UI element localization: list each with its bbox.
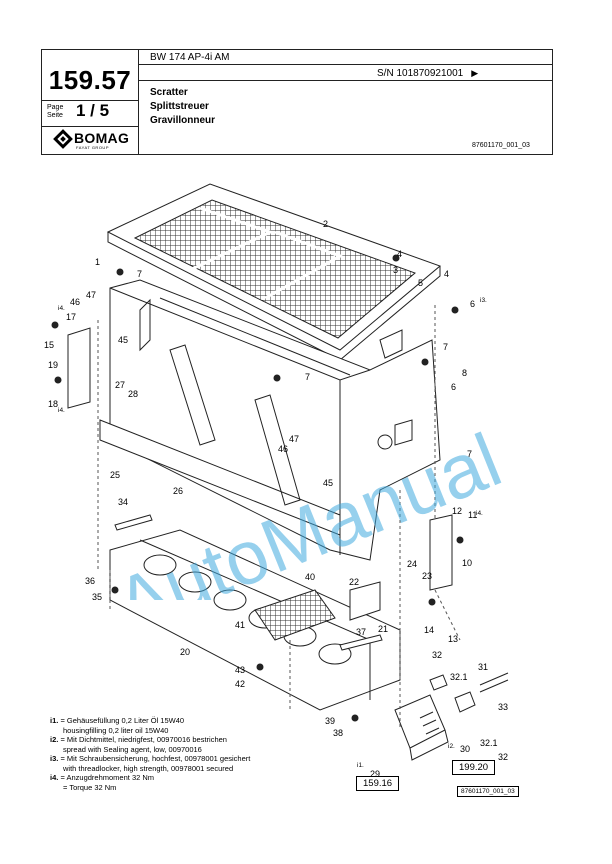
callout-label: i3.	[480, 297, 487, 304]
part-label: 4	[444, 269, 449, 279]
page-value: 1 / 5	[76, 101, 110, 120]
part-label: 37	[356, 627, 366, 637]
part-label: 39	[325, 716, 335, 726]
callout-label: i4.	[58, 407, 65, 414]
part-label: 19	[48, 360, 58, 370]
callout-label: i1.	[357, 762, 364, 769]
part-label: 38	[333, 728, 343, 738]
part-label: 47	[86, 290, 96, 300]
part-label: 28	[128, 389, 138, 399]
divider	[42, 126, 138, 127]
part-label: 46	[278, 444, 288, 454]
note-item: i2. = Mit Dichtmittel, niedrigfest, 0097…	[50, 735, 227, 744]
title-fr: Gravillonneur	[150, 115, 216, 126]
part-label: 32.1	[450, 672, 468, 682]
part-label: 22	[349, 577, 359, 587]
notes-block: i1. = Gehäusefüllung 0,2 Liter Öl 15W40 …	[50, 716, 250, 792]
footer-ref: 87601170_001_03	[457, 786, 519, 797]
part-label: 32	[432, 650, 442, 660]
part-label: 30	[460, 744, 470, 754]
model-name: BW 174 AP-4i AM	[150, 52, 230, 63]
part-label: 46	[70, 297, 80, 307]
title-en: Scratter	[150, 87, 188, 98]
part-label: 17	[66, 312, 76, 322]
part-label: 40	[305, 572, 315, 582]
part-label: 11	[468, 510, 477, 520]
page-number: 159.57	[48, 65, 132, 95]
part-label: 32.1	[480, 738, 498, 748]
divider	[42, 100, 138, 101]
part-label: 24	[407, 559, 417, 569]
brand-name: BOMAG	[74, 130, 130, 146]
part-label: 3	[393, 265, 398, 275]
arrow-right-icon: ▶	[471, 68, 479, 78]
divider	[138, 80, 552, 81]
part-label: 18	[48, 399, 58, 409]
part-label: 10	[462, 558, 472, 568]
note-item: housingfilling 0,2 liter oil 15W40	[63, 725, 169, 735]
callout-label: i4.	[476, 510, 483, 517]
part-label: 4	[397, 249, 402, 259]
part-label: 7	[305, 372, 310, 382]
note-item: i1. = Gehäusefüllung 0,2 Liter Öl 15W40	[50, 716, 185, 725]
exploded-parts-drawing: 1 2 3 4 4 5 6 6 7 7 7 7 8 10 11 12 13 14…	[44, 183, 509, 779]
part-label: 32	[498, 752, 508, 762]
part-label: 43	[235, 665, 245, 675]
part-label: 13	[448, 634, 458, 644]
divider	[138, 64, 552, 65]
part-label: 45	[118, 335, 128, 345]
part-label: 21	[378, 624, 388, 634]
note-item: spread with Sealing agent, low, 00970016	[63, 744, 202, 754]
part-label: 27	[115, 380, 125, 390]
header-block: BW 174 AP-4i AM 159.57 Page Seite 1 / 5 …	[41, 49, 553, 155]
part-label: 34	[118, 497, 128, 507]
brand-group: FAYAT GROUP	[76, 145, 109, 150]
part-label: 41	[235, 620, 245, 630]
note-item: i4. = Anzugdrehmoment 32 Nm	[50, 773, 155, 782]
part-label: 6	[470, 299, 475, 309]
bomag-logo-icon	[53, 129, 73, 149]
part-label: 7	[137, 269, 142, 279]
part-label: 14	[424, 625, 434, 635]
part-label: 26	[173, 486, 183, 496]
note-item: i3. = Mit Schraubensicherung, hochfest, …	[50, 754, 251, 763]
ref-box: 159.16	[356, 776, 400, 791]
part-label: 45	[323, 478, 333, 488]
part-label: 8	[462, 368, 467, 378]
part-label: 47	[289, 434, 299, 444]
part-label: 7	[467, 449, 472, 459]
serial-number: S/N 101870921001▶	[377, 68, 479, 79]
part-label: 42	[235, 679, 245, 689]
part-label: 7	[443, 342, 448, 352]
callout-label: i4.	[58, 305, 65, 312]
part-label: 35	[92, 592, 102, 602]
page-label: Page Seite	[47, 104, 64, 119]
part-label: 33	[498, 702, 508, 712]
doc-reference: 87601170_001_03	[472, 142, 530, 149]
part-label: 2	[323, 219, 328, 229]
part-label: 1	[95, 257, 100, 267]
part-label: 20	[180, 647, 190, 657]
note-item: = Torque 32 Nm	[63, 782, 117, 792]
part-label: 23	[422, 571, 432, 581]
part-label: 5	[418, 278, 423, 288]
part-label: 6	[451, 382, 456, 392]
note-item: with threadlocker, high strength, 009780…	[63, 763, 234, 773]
part-label: 15	[44, 340, 54, 350]
part-label: 29	[370, 769, 380, 779]
ref-box: 199.20	[452, 760, 496, 775]
title-de: Splittstreuer	[150, 101, 209, 112]
part-label: 12	[452, 506, 462, 516]
callout-label: i2.	[448, 743, 455, 750]
part-label: 36	[85, 576, 95, 586]
part-label: 25	[110, 470, 120, 480]
divider	[138, 50, 139, 154]
part-label: 31	[478, 662, 488, 672]
bomag-logo: BOMAG FAYAT GROUP	[52, 129, 134, 152]
